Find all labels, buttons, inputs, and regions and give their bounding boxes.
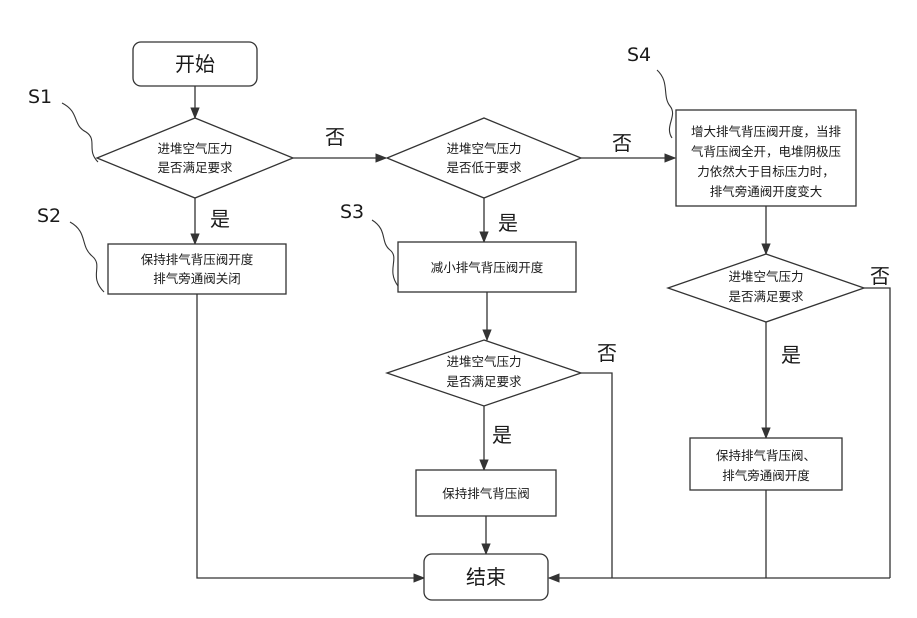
decision-3-line1: 进堆空气压力 <box>446 354 521 369</box>
process-s4-line2: 气背压阀全开，电堆阴极压 <box>691 144 841 159</box>
decision-3-line2: 是否满足要求 <box>446 374 522 389</box>
d2-no-label: 否 <box>612 131 632 155</box>
process-s2-line1: 保持排气背压阀开度 <box>141 252 254 267</box>
decision-4 <box>668 254 864 322</box>
d4-yes-label: 是 <box>781 343 801 367</box>
arrow-s2-end <box>197 294 424 578</box>
process-s4-line3: 力依然大于目标压力时， <box>697 164 835 179</box>
decision-1-line1: 进堆空气压力 <box>157 141 232 156</box>
decision-3 <box>387 340 581 406</box>
decision-4-line1: 进堆空气压力 <box>728 269 803 284</box>
decision-2 <box>387 118 581 198</box>
d1-yes-label: 是 <box>210 207 230 231</box>
s3-leader <box>372 220 398 286</box>
process-final-line2: 排气旁通阀开度 <box>722 468 810 483</box>
process-s2-line2: 排气旁通阀关闭 <box>153 271 241 286</box>
process-final-line1: 保持排气背压阀、 <box>716 448 816 463</box>
line-d4-no <box>864 288 890 578</box>
step-label-s1: S1 <box>28 86 52 108</box>
line-d3-no <box>581 373 612 578</box>
step-label-s4: S4 <box>627 44 651 66</box>
d1-no-label: 否 <box>325 125 345 149</box>
d4-no-label: 否 <box>870 264 890 288</box>
s4-leader <box>657 70 673 138</box>
d3-yes-label: 是 <box>492 423 512 447</box>
s1-leader <box>62 103 98 162</box>
start-label: 开始 <box>175 52 215 76</box>
step-label-s3: S3 <box>340 201 364 223</box>
d2-yes-label: 是 <box>498 211 518 235</box>
end-label: 结束 <box>466 565 506 589</box>
s2-leader <box>70 222 104 292</box>
decision-1-line2: 是否满足要求 <box>157 160 233 175</box>
d3-no-label: 否 <box>597 341 617 365</box>
decision-1 <box>97 118 293 198</box>
decision-2-line2: 是否低于要求 <box>446 160 522 175</box>
decision-2-line1: 进堆空气压力 <box>446 141 521 156</box>
process-s4-line1: 增大排气背压阀开度，当排 <box>691 124 842 139</box>
process-hold-label: 保持排气背压阀 <box>442 486 530 501</box>
process-s3-label: 减小排气背压阀开度 <box>431 260 544 275</box>
step-label-s2: S2 <box>37 205 61 227</box>
process-s4-line4: 排气旁通阀开度变大 <box>710 184 823 199</box>
decision-4-line2: 是否满足要求 <box>728 289 804 304</box>
